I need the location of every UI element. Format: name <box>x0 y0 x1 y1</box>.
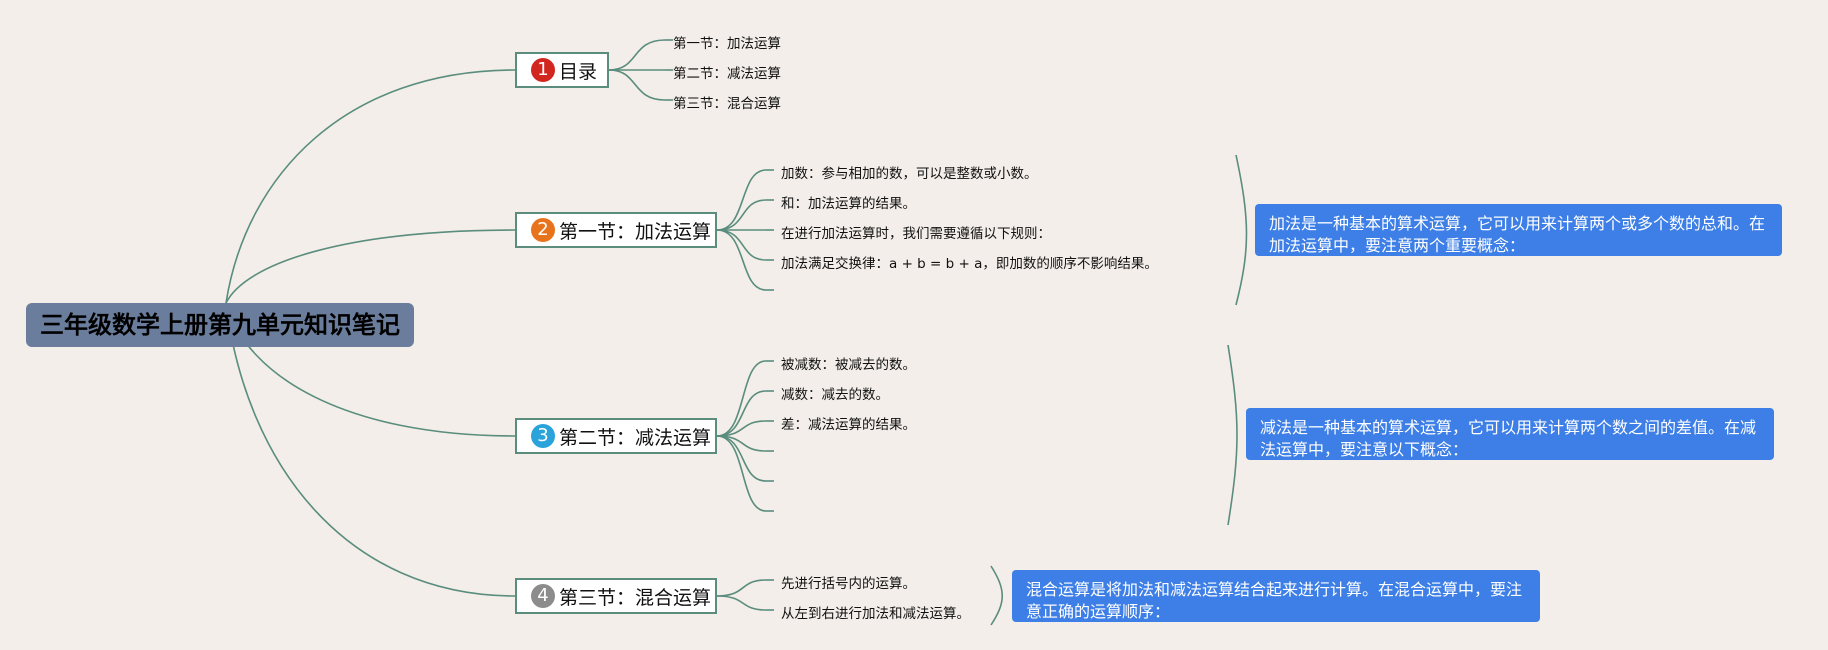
leaf-item[interactable]: 差：减法运算的结果。 <box>781 417 916 433</box>
number-badge-2: 2 <box>531 218 555 242</box>
brace-line <box>1227 344 1238 526</box>
root-topic[interactable]: 三年级数学上册第九单元知识笔记 <box>26 303 414 347</box>
leaf-item[interactable]: 在进行加法运算时，我们需要遵循以下规则： <box>781 226 1051 242</box>
leaf-connector <box>716 169 767 231</box>
root-connector <box>225 229 516 304</box>
leaf-item[interactable]: 和：加法运算的结果。 <box>781 196 916 212</box>
leaf-item[interactable]: 第二节：减法运算 <box>673 66 781 82</box>
leaf-item[interactable]: 加数：参与相加的数，可以是整数或小数。 <box>781 166 1038 182</box>
number-badge-4: 4 <box>531 584 555 608</box>
leaf-connector <box>608 39 666 71</box>
leaf-item[interactable]: 从左到右进行加法和减法运算。 <box>781 606 970 622</box>
brace-line <box>1235 154 1248 306</box>
leaf-connector <box>716 595 767 611</box>
leaf-connector <box>716 199 767 231</box>
leaf-item[interactable]: 第三节：混合运算 <box>673 96 781 112</box>
number-badge-3: 3 <box>531 424 555 448</box>
root-connector <box>225 302 516 597</box>
branch-mixed[interactable]: 4 第三节：混合运算 <box>515 578 717 614</box>
branch-contents[interactable]: 1 目录 <box>515 52 609 88</box>
leaf-connector <box>716 579 767 597</box>
branch-addition[interactable]: 2 第一节：加法运算 <box>515 212 717 248</box>
leaf-connector <box>716 390 767 437</box>
leaf-item[interactable]: 减数：减去的数。 <box>781 387 889 403</box>
leaf-item[interactable]: 加法满足交换律：a + b = b + a，即加数的顺序不影响结果。 <box>781 256 1158 272</box>
branch-label: 目录 <box>559 60 598 83</box>
branch-label: 第一节：加法运算 <box>559 220 712 243</box>
leaf-item[interactable]: 被减数：被减去的数。 <box>781 357 916 373</box>
mixed-note[interactable]: 混合运算是将加法和减法运算结合起来进行计算。在混合运算中，要注意正确的运算顺序： <box>1012 570 1540 622</box>
addition-note[interactable]: 加法是一种基本的算术运算，它可以用来计算两个或多个数的总和。在加法运算中，要注意… <box>1255 204 1782 256</box>
branch-label: 第二节：减法运算 <box>559 426 712 449</box>
leaf-connector <box>716 360 767 437</box>
branch-subtraction[interactable]: 3 第二节：减法运算 <box>515 418 717 454</box>
leaf-item[interactable]: 第一节：加法运算 <box>673 36 781 52</box>
subtraction-note[interactable]: 减法是一种基本的算术运算，它可以用来计算两个数之间的差值。在减法运算中，要注意以… <box>1246 408 1774 460</box>
root-connector <box>225 69 516 304</box>
leaf-connector <box>716 435 767 512</box>
leaf-item[interactable]: 先进行括号内的运算。 <box>781 576 916 592</box>
leaf-connector <box>716 229 767 291</box>
leaf-connector <box>608 69 666 101</box>
branch-label: 第三节：混合运算 <box>559 586 712 609</box>
brace-line <box>990 565 1003 626</box>
number-badge-1: 1 <box>531 58 555 82</box>
